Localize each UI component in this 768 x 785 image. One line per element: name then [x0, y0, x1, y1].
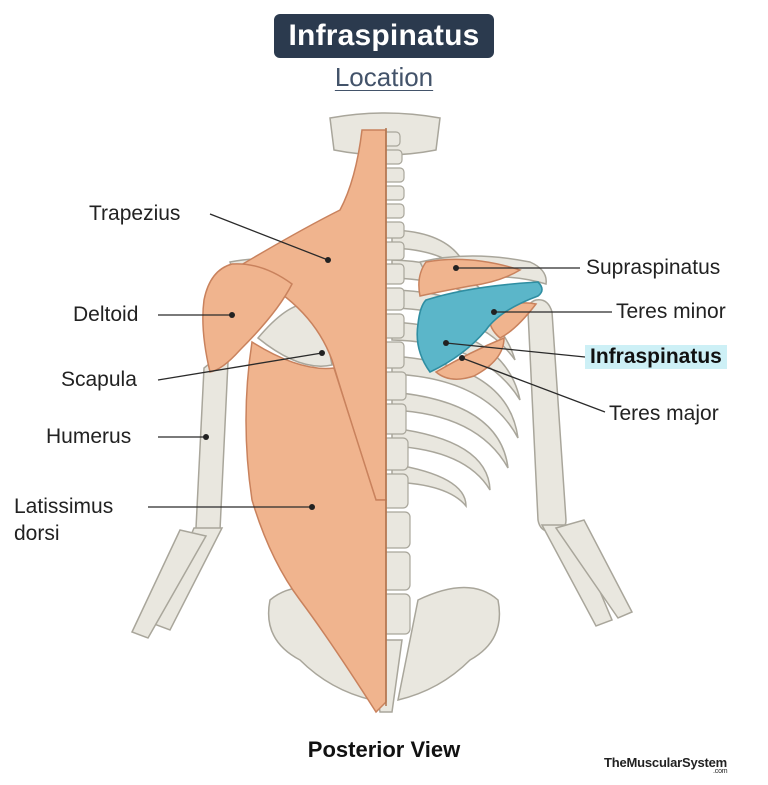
- label-trapezius: Trapezius: [89, 202, 180, 226]
- label-teres-minor: Teres minor: [616, 300, 726, 324]
- label-deltoid: Deltoid: [73, 303, 138, 327]
- label-scapula: Scapula: [61, 368, 137, 392]
- brand-logo: TheMuscularSystem.com: [604, 755, 741, 770]
- brand-suffix: .com: [713, 768, 727, 775]
- label-humerus: Humerus: [46, 425, 131, 449]
- brand-name: TheMuscularSystem: [604, 755, 727, 770]
- label-infraspinatus: Infraspinatus: [585, 345, 727, 369]
- label-supraspinatus: Supraspinatus: [586, 256, 720, 280]
- label-latissimus-line2: dorsi: [14, 522, 60, 546]
- view-caption: Posterior View: [234, 737, 534, 763]
- label-teres-major: Teres major: [609, 402, 719, 426]
- label-latissimus-line1: Latissimus: [14, 495, 113, 519]
